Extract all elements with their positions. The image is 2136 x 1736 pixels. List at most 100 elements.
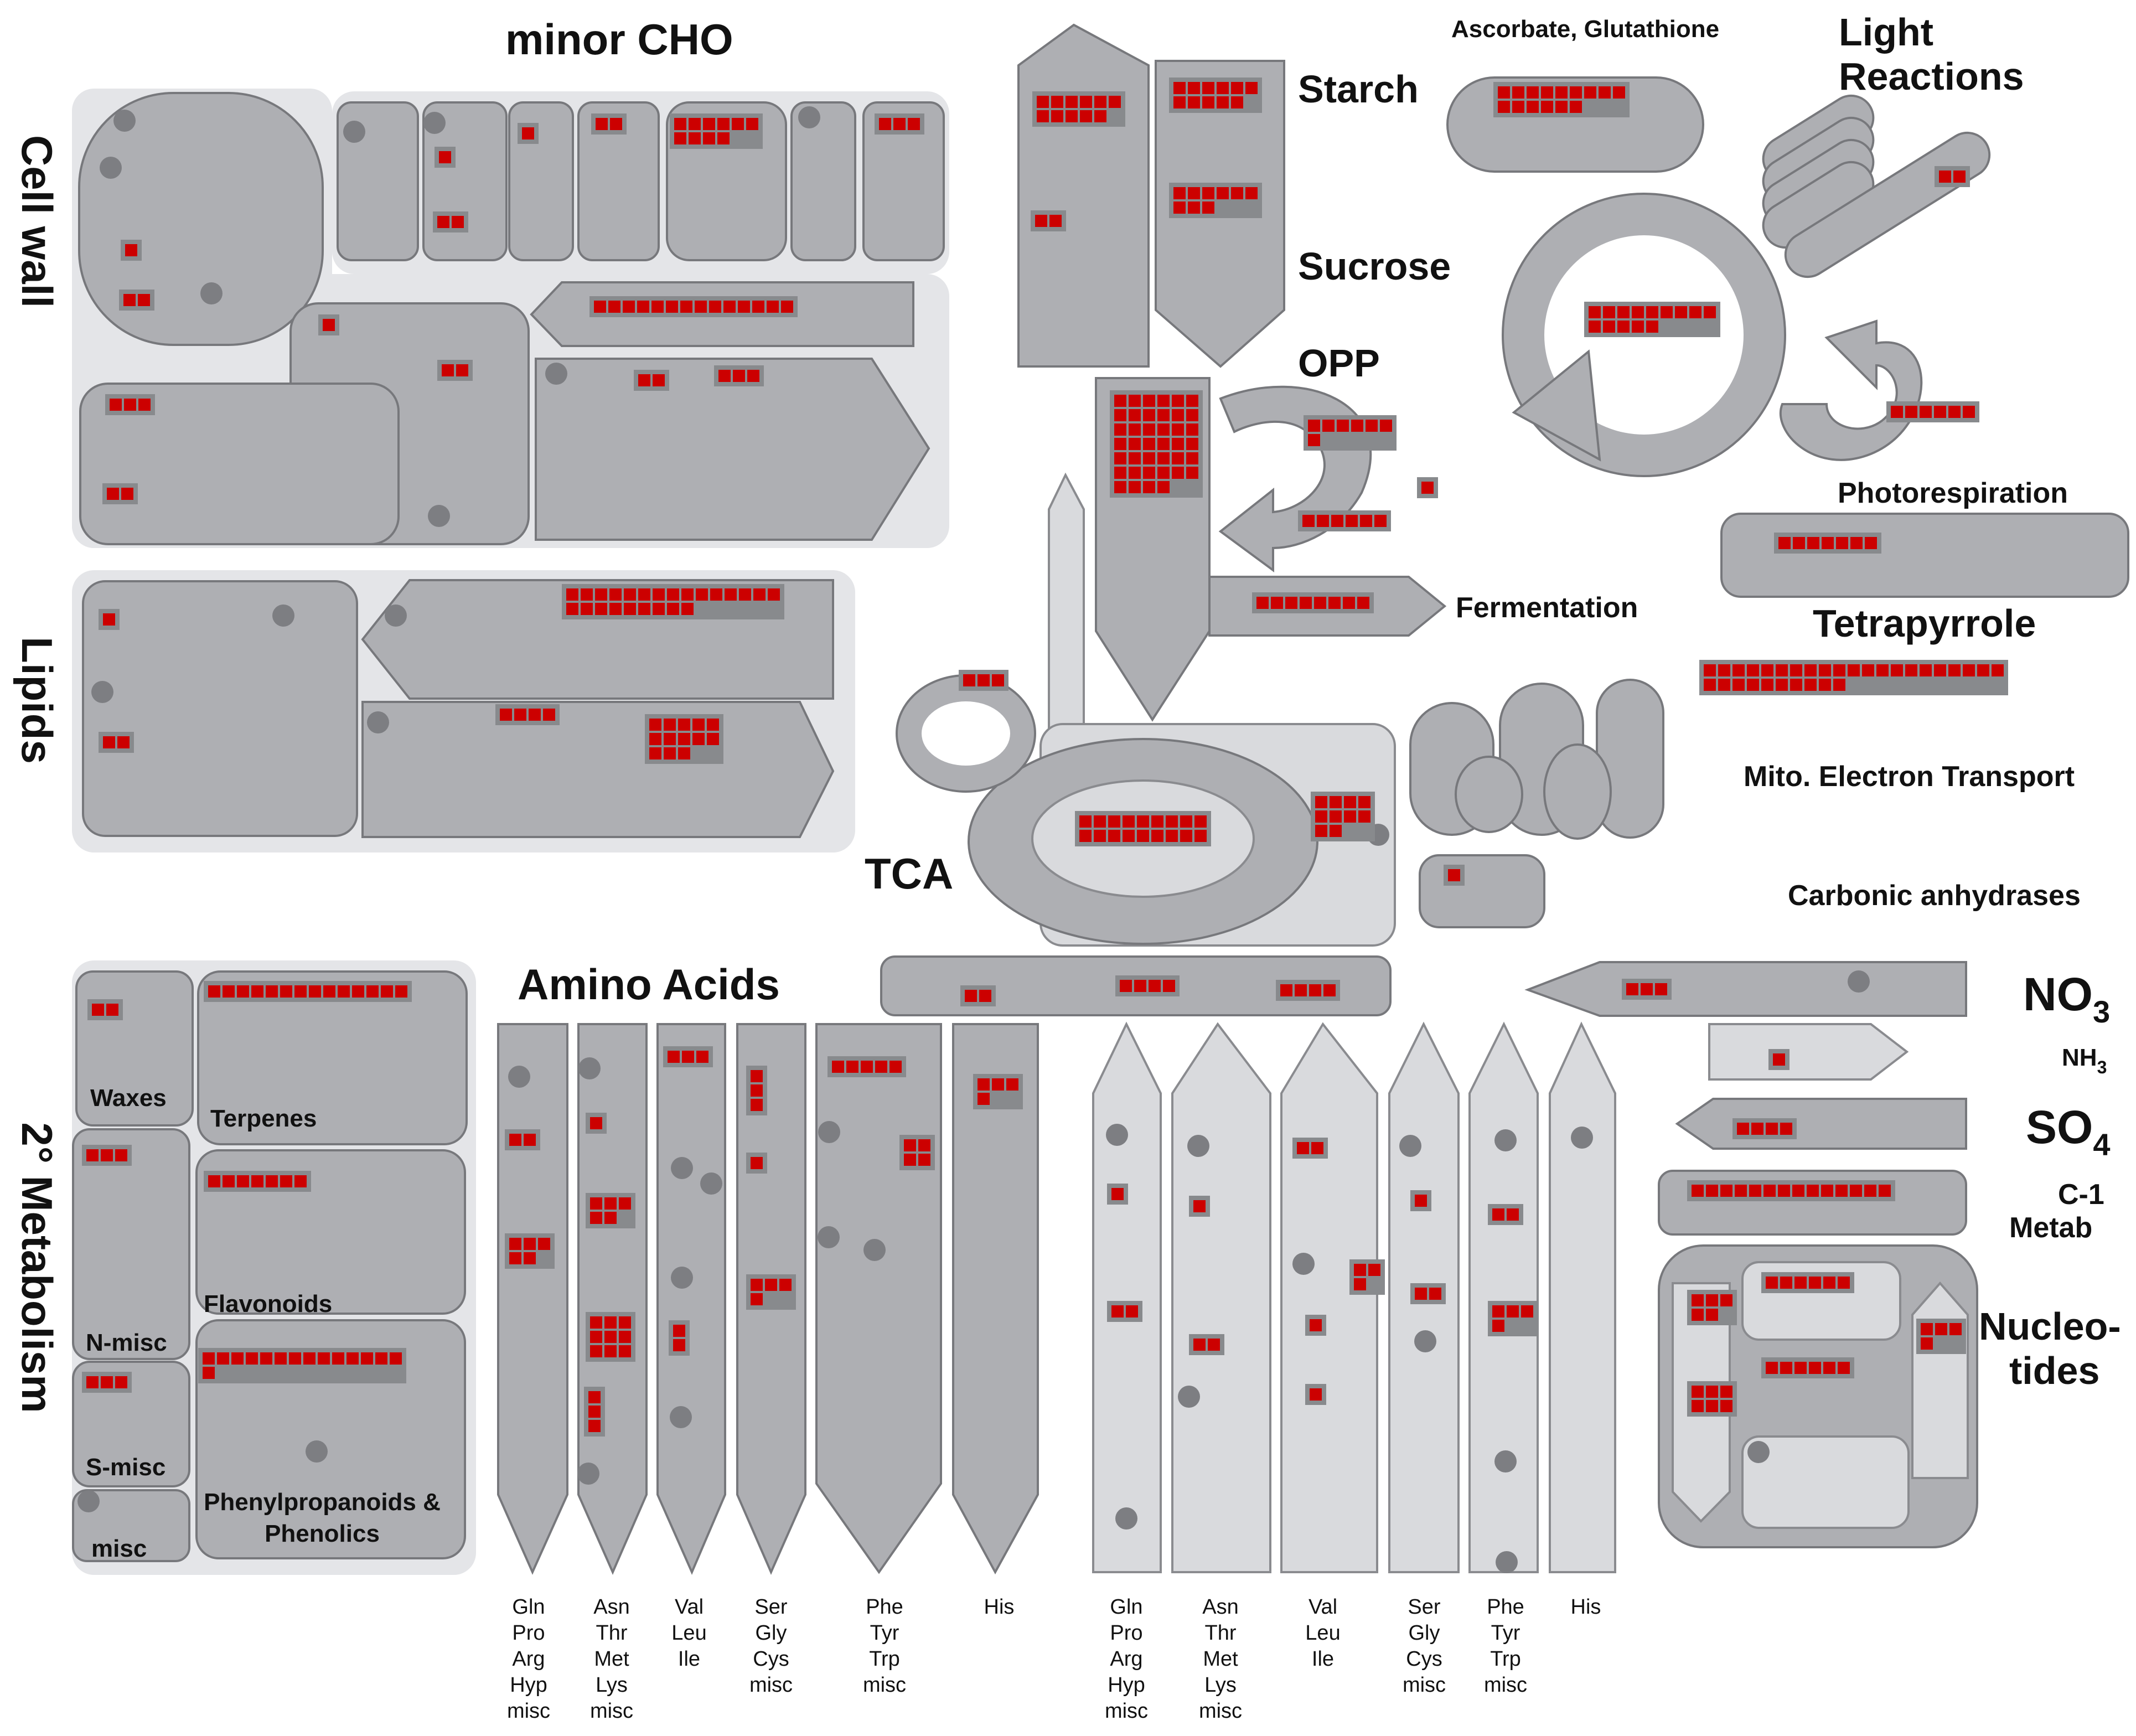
heatmap-cell — [908, 118, 920, 130]
heatmap-cell — [604, 1212, 617, 1224]
aa-degradation-group-3-label: Val — [1309, 1595, 1337, 1619]
heatmap-cell — [918, 1139, 930, 1151]
heatmap-cell — [1790, 664, 1802, 676]
heatmap-cell — [664, 719, 676, 731]
heatmap-cell — [1157, 467, 1170, 479]
heatmap-cell — [1208, 1339, 1220, 1351]
heatmap-cell — [1921, 1323, 1933, 1335]
label-nucleotides-2: tides — [2009, 1349, 2099, 1392]
heatmap-cell — [608, 301, 620, 313]
label-terpenes: Terpenes — [210, 1105, 317, 1132]
heatmap-cell — [1079, 830, 1092, 842]
heatmap-cell — [1157, 423, 1170, 436]
heatmap-cell — [1143, 438, 1155, 450]
heatmap-cell — [681, 588, 694, 601]
heatmap-cell — [1173, 187, 1186, 199]
heatmap-cell — [1368, 1264, 1380, 1276]
heatmap-cell — [1876, 664, 1889, 676]
heatmap-cell — [1315, 810, 1327, 823]
heatmap-cell — [739, 588, 751, 601]
heatmap-cell — [1186, 423, 1198, 436]
heatmap-cell — [1920, 664, 1932, 676]
amino-acid-degradation-arrows — [1092, 1021, 1616, 1573]
label-photorespiration: Photorespiration — [1838, 477, 2068, 509]
heatmap-cell — [524, 1238, 536, 1250]
heatmap-cell — [1343, 597, 1355, 609]
heatmap-cell — [1613, 86, 1625, 99]
aa-synthesis-group-2-label: Asn — [593, 1595, 629, 1619]
heatmap-cell — [604, 1197, 617, 1210]
heatmap-cell — [390, 1352, 402, 1365]
heatmap-cell — [1137, 830, 1149, 842]
heatmap-cell — [1114, 395, 1126, 407]
heatmap-cell — [590, 1212, 602, 1224]
heatmap-cell — [649, 747, 661, 760]
heatmap-cell — [323, 319, 335, 331]
heatmap-cell — [1186, 395, 1198, 407]
aa-degradation-group-2-label: misc — [1199, 1699, 1242, 1723]
heatmap-cell — [725, 588, 737, 601]
heatmap-cell — [115, 1149, 127, 1161]
heatmap-cell — [689, 118, 701, 130]
heatmap-cell — [1689, 306, 1701, 318]
heatmap-cell — [596, 118, 608, 130]
aa-synthesis-group-1-label: Arg — [512, 1647, 545, 1671]
heatmap-cell — [1143, 481, 1155, 493]
heatmap-cell — [294, 985, 307, 998]
heatmap-cell — [309, 985, 321, 998]
heatmap-cell — [1166, 830, 1178, 842]
heatmap-cell — [1706, 1294, 1718, 1306]
heatmap-block — [589, 296, 798, 317]
heatmap-cell — [1735, 1185, 1747, 1197]
heatmap-cell — [1948, 406, 1961, 418]
heatmap-cell — [500, 709, 512, 721]
heatmap-cell — [509, 1252, 521, 1264]
heatmap-cell — [893, 118, 906, 130]
heatmap-cell — [1285, 597, 1297, 609]
heatmap-cell — [1718, 664, 1730, 676]
heatmap-cell — [1821, 1185, 1833, 1197]
heatmap-cell — [667, 603, 679, 615]
heatmap-cell — [768, 588, 780, 601]
heatmap-cell — [738, 301, 750, 313]
heatmap-cell — [266, 985, 278, 998]
heatmap-cell — [1188, 202, 1200, 214]
heatmap-cell — [590, 1117, 602, 1129]
heatmap-cell — [1421, 482, 1434, 494]
heatmap-cell — [1202, 202, 1214, 214]
heatmap-cell — [86, 1376, 99, 1388]
heatmap-cell — [1706, 1400, 1718, 1412]
heatmap-cell — [1507, 1208, 1519, 1221]
heatmap-cell — [703, 132, 715, 144]
heatmap-cell — [346, 1352, 359, 1365]
heatmap-cell — [1123, 830, 1135, 842]
heatmap-cell — [1037, 110, 1049, 122]
heatmap-cell — [1173, 82, 1186, 94]
heatmap-cell — [1809, 1277, 1821, 1289]
heatmap-cell — [1507, 1305, 1519, 1318]
label-no3: NO3 — [2023, 968, 2110, 1029]
heatmap-cell — [732, 118, 744, 130]
heatmap-cell — [674, 132, 686, 144]
heatmap-cell — [1641, 983, 1653, 995]
heatmap-cell — [1194, 815, 1207, 828]
aa-degradation-group-1-label: misc — [1105, 1699, 1148, 1723]
heatmap-cell — [717, 118, 730, 130]
secondary-metabolism-region — [72, 960, 476, 1575]
aa-synthesis-group-4-label: misc — [749, 1673, 793, 1697]
aa-degradation-group-3-label: Ile — [1312, 1647, 1334, 1671]
heatmap-cell — [595, 588, 607, 601]
aa-degradation-group-5-label: misc — [1484, 1673, 1527, 1697]
heatmap-cell — [678, 733, 690, 745]
heatmap-cell — [1570, 101, 1582, 113]
heatmap-cell — [1589, 321, 1601, 333]
heatmap-cell — [1655, 983, 1667, 995]
heatmap-cell — [1776, 664, 1788, 676]
aa-synthesis-group-6-label: His — [984, 1595, 1015, 1619]
heatmap-cell — [664, 733, 676, 745]
heatmap-cell — [1172, 452, 1184, 464]
heatmap-cell — [1850, 1185, 1862, 1197]
heatmap-cell — [1865, 537, 1877, 549]
heatmap-cell — [1570, 86, 1582, 99]
heatmap-cell — [1256, 597, 1269, 609]
